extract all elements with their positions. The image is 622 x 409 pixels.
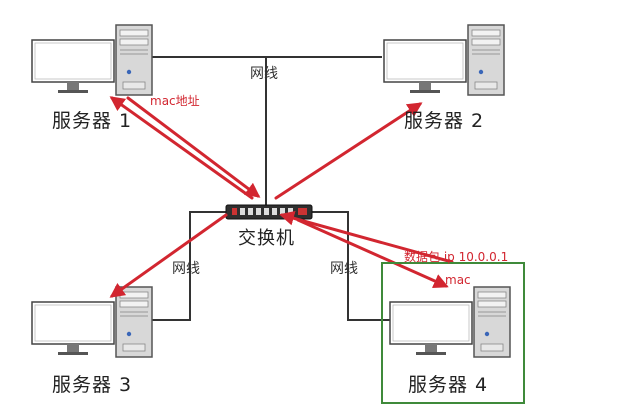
switch-icon xyxy=(225,204,313,220)
server-4-highlight xyxy=(381,262,525,404)
server-1-computer-icon xyxy=(31,24,153,96)
arrow-switch-to-s4 xyxy=(296,218,449,288)
wires xyxy=(150,56,390,321)
server-2-label: 服务器 2 xyxy=(404,110,485,132)
arrow-s1-to-switch xyxy=(126,96,261,198)
arrow-switch-to-s3 xyxy=(109,213,228,298)
wire-label-left: 网线 xyxy=(172,261,200,277)
wire-label-right: 网线 xyxy=(330,261,358,277)
server-3-label: 服务器 3 xyxy=(52,374,133,396)
arrow-s4-to-switch xyxy=(279,210,454,264)
wire-label-top: 网线 xyxy=(250,66,278,82)
server-1-label: 服务器 1 xyxy=(52,110,133,132)
red-arrows xyxy=(109,96,454,298)
server-3-computer-icon xyxy=(31,286,153,358)
arrow-switch-to-s2 xyxy=(274,102,423,200)
mac-address-annotation: mac地址 xyxy=(150,94,200,108)
packet-ip-annotation: 数据包 ip 10.0.0.1 xyxy=(404,250,509,264)
arrow-switch-to-s1 xyxy=(109,96,254,200)
server-4-label: 服务器 4 xyxy=(408,374,489,396)
wire-right xyxy=(312,211,390,321)
mac-annotation: mac xyxy=(445,273,471,287)
wire-left xyxy=(150,211,230,321)
server-2-computer-icon xyxy=(383,24,505,96)
switch-label: 交换机 xyxy=(238,228,295,249)
